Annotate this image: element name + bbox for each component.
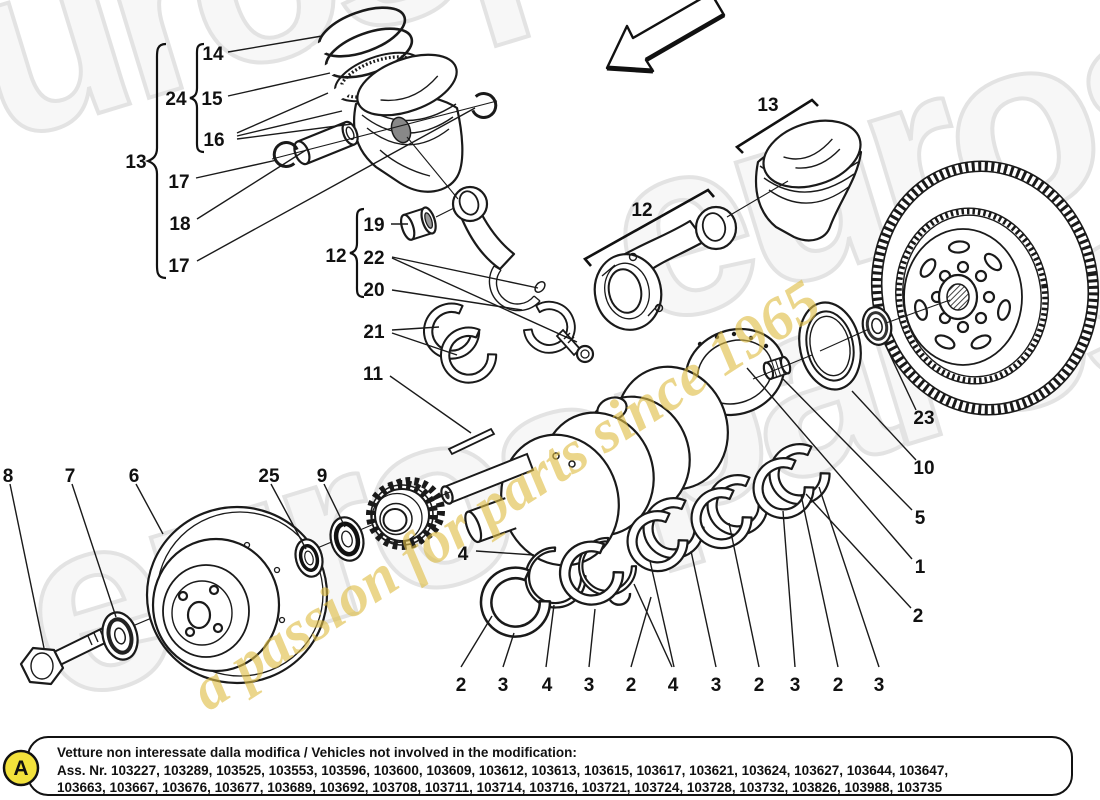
part-label-row-7: 2 bbox=[754, 675, 765, 696]
gudgeon-pin bbox=[293, 120, 359, 166]
piston-assembly-left bbox=[269, 6, 501, 193]
part-label-25: 25 bbox=[258, 466, 280, 487]
part-label-11: 11 bbox=[363, 364, 384, 385]
small-end-bush bbox=[399, 206, 437, 241]
part-label-8: 8 bbox=[3, 466, 14, 487]
part-label-row-5: 4 bbox=[668, 675, 679, 696]
part-label-row-8: 3 bbox=[790, 675, 801, 696]
part-label-12-left: 12 bbox=[325, 246, 346, 267]
seal-ring-small bbox=[294, 538, 324, 578]
part-label-16: 16 bbox=[203, 130, 224, 151]
note-line-2: Ass. Nr. 103227, 103289, 103525, 103553,… bbox=[57, 763, 948, 778]
part-labels: 14 24 15 16 13 17 18 17 19 12 22 20 21 1… bbox=[3, 44, 935, 696]
part-label-6: 6 bbox=[129, 466, 140, 487]
part-label-row-4: 2 bbox=[626, 675, 637, 696]
pilot-bearing bbox=[861, 306, 893, 346]
flywheel bbox=[870, 160, 1100, 416]
part-label-5: 5 bbox=[915, 508, 926, 529]
circlip-right bbox=[468, 89, 501, 123]
connecting-rod-left bbox=[399, 185, 595, 393]
leader-lines bbox=[9, 35, 917, 668]
crank-key bbox=[447, 427, 496, 456]
crank-nose bbox=[440, 452, 535, 505]
main-bearing-shells bbox=[468, 434, 839, 650]
pulley-assembly bbox=[19, 477, 451, 686]
note-line-1: Vetture non interessate dalla modifica /… bbox=[57, 745, 577, 760]
part-label-24: 24 bbox=[165, 89, 187, 110]
note-marker-letter: A bbox=[13, 757, 28, 780]
part-label-14: 14 bbox=[202, 44, 224, 65]
part-label-13-left: 13 bbox=[125, 152, 146, 173]
crank-front-journal bbox=[464, 497, 517, 544]
direction-arrow-icon bbox=[605, 0, 726, 74]
connecting-rod-right bbox=[593, 205, 738, 331]
part-label-15: 15 bbox=[201, 89, 223, 110]
note-marker-badge bbox=[2, 749, 40, 787]
part-label-23: 23 bbox=[913, 408, 934, 429]
bolt-washer bbox=[101, 611, 139, 661]
part-label-row-10: 3 bbox=[874, 675, 885, 696]
rod-bolt-seated bbox=[534, 280, 546, 294]
part-label-row-6: 3 bbox=[711, 675, 722, 696]
part-label-1: 1 bbox=[915, 557, 926, 578]
part-label-4-side: 4 bbox=[458, 544, 469, 565]
piston-ring-top bbox=[311, 6, 407, 58]
part-label-row-9: 2 bbox=[833, 675, 844, 696]
part-label-22: 22 bbox=[363, 248, 384, 269]
part-label-row-0: 2 bbox=[456, 675, 467, 696]
part-label-10: 10 bbox=[913, 458, 934, 479]
group-bracket-lines bbox=[582, 98, 819, 267]
part-label-20: 20 bbox=[363, 280, 384, 301]
part-label-row-1: 3 bbox=[498, 675, 509, 696]
flywheel-assembly bbox=[752, 160, 1100, 416]
part-label-row-2: 4 bbox=[542, 675, 553, 696]
part-label-17-top: 17 bbox=[168, 172, 189, 193]
timing-sprocket bbox=[366, 477, 445, 550]
part-label-17-bottom: 17 bbox=[168, 256, 189, 277]
part-label-9: 9 bbox=[317, 466, 328, 487]
part-label-18: 18 bbox=[169, 214, 190, 235]
piston-right bbox=[754, 119, 863, 242]
part-label-13-right: 13 bbox=[757, 95, 778, 116]
group-braces bbox=[145, 42, 365, 299]
part-label-7: 7 bbox=[65, 466, 76, 487]
crank-pulley bbox=[145, 505, 329, 685]
pulley-bolt bbox=[19, 626, 111, 686]
part-label-2-right: 2 bbox=[913, 606, 924, 627]
modification-note: A Vetture non interessate dalla modifica… bbox=[2, 736, 1073, 796]
note-line-3: 103663, 103667, 103676, 103677, 103689, … bbox=[57, 780, 943, 795]
part-label-12-right: 12 bbox=[631, 200, 652, 221]
part-label-21: 21 bbox=[363, 322, 385, 343]
part-label-19: 19 bbox=[363, 215, 384, 236]
crankshaft bbox=[440, 327, 786, 567]
piston-left bbox=[352, 53, 464, 193]
part-label-row-3: 3 bbox=[584, 675, 595, 696]
